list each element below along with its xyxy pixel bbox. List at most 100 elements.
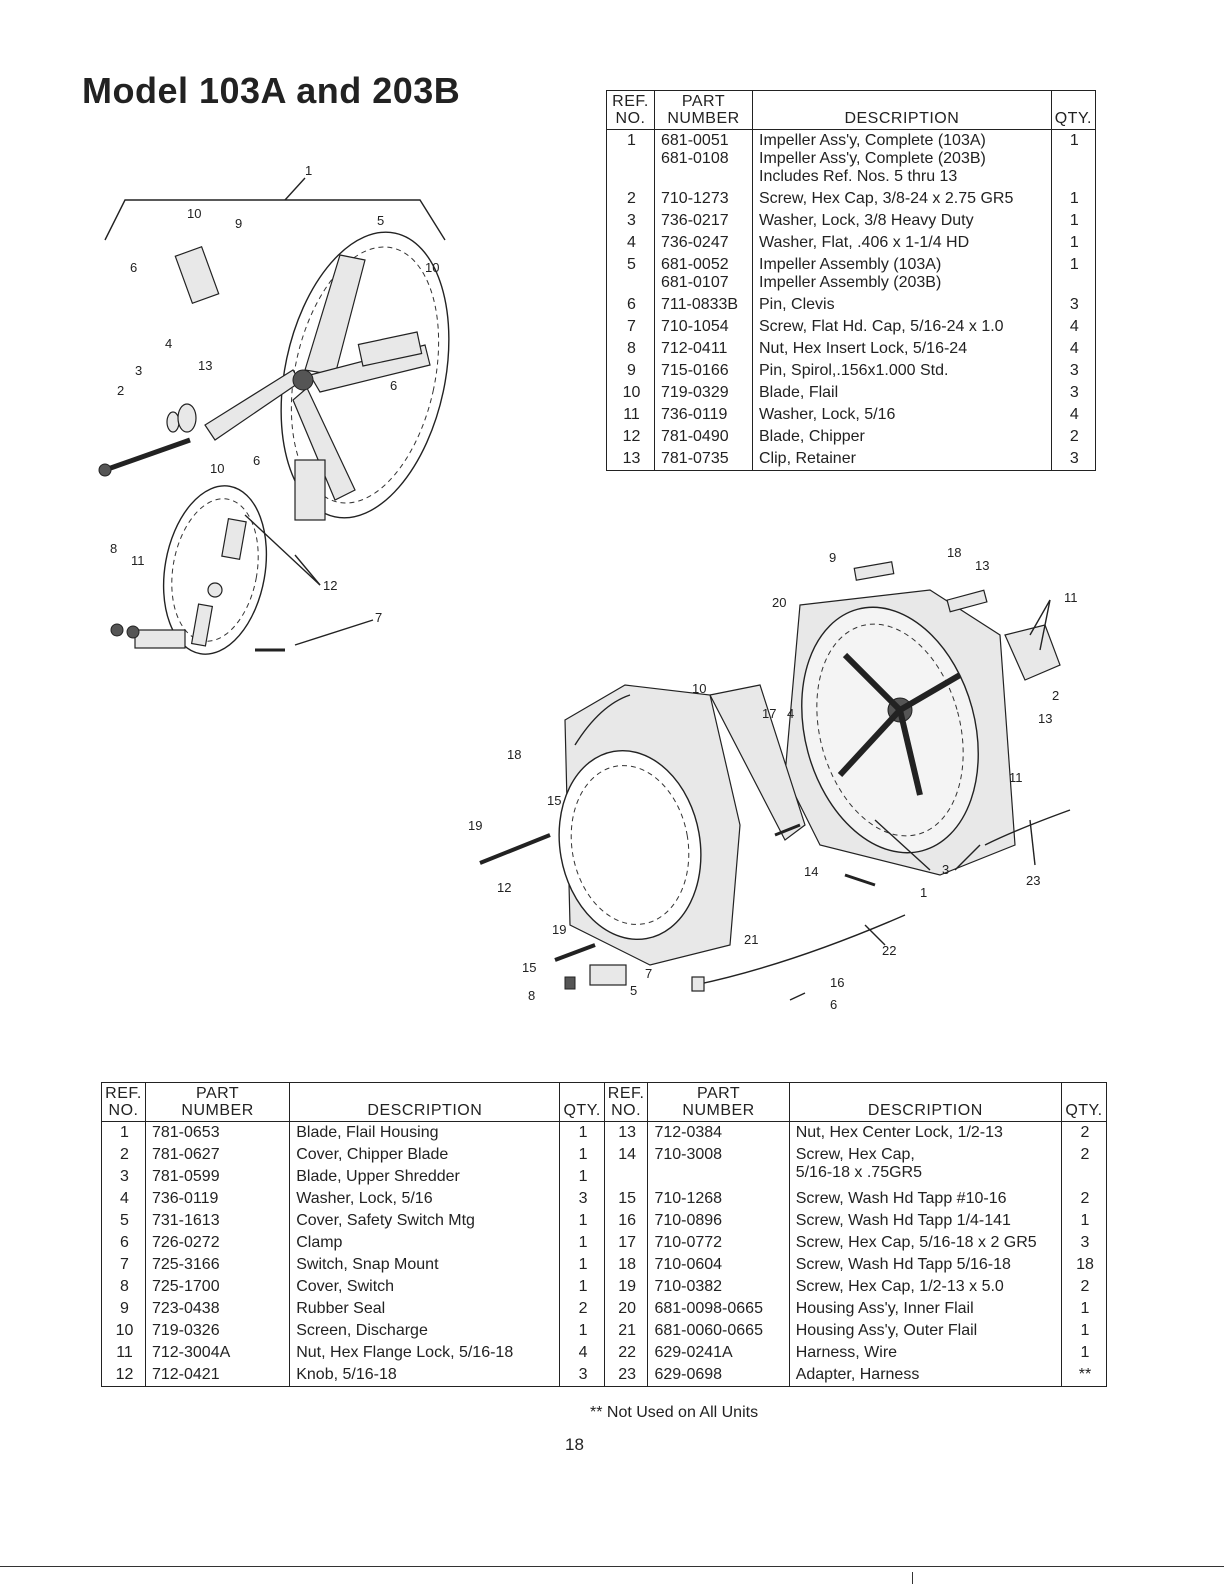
ref-no: 23 [603,1364,649,1387]
callout: 12 [323,578,337,593]
part-number: 710-0604 [647,1254,790,1276]
qty: ** [1060,1364,1108,1387]
qty: 4 [1050,404,1097,426]
qty: 1 [559,1144,605,1166]
part-number: 781-0490 [654,426,753,448]
qty: 1 [559,1276,605,1298]
part-number [647,1166,790,1188]
qty: 1 [1050,129,1097,188]
part-number: 723-0438 [144,1298,291,1320]
callout: 10 [187,206,201,221]
description: Screen, Discharge [289,1320,561,1342]
ref-no: 20 [603,1298,649,1320]
callout: 15 [547,793,561,808]
callout: 15 [522,960,536,975]
part-number: 715-0166 [654,360,753,382]
ref-no: 5 [606,254,655,294]
callout: 6 [253,453,260,468]
description: Screw, Hex Cap, 1/2-13 x 5.0 [788,1276,1062,1298]
part-number: 681-0098-0665 [647,1298,790,1320]
qty: 1 [1060,1342,1108,1364]
callout: 18 [507,747,521,762]
qty: 1 [1060,1320,1108,1342]
callout: 11 [131,553,145,568]
description: Nut, Hex Flange Lock, 5/16-18 [289,1342,561,1364]
callout: 13 [198,358,212,373]
qty: 1 [1050,232,1097,254]
ref-no: 10 [606,382,655,404]
part-number: 781-0735 [654,448,753,471]
qty: 1 [1060,1210,1108,1232]
callout: 21 [744,932,758,947]
description: Housing Ass'y, Outer Flail [788,1320,1062,1342]
part-number: 781-0653 [144,1121,291,1144]
ref-no: 17 [603,1232,649,1254]
callout: 5 [377,213,384,228]
ref-no: 7 [101,1254,146,1276]
ref-no: 1 [606,129,655,188]
ref-no: 12 [606,426,655,448]
callout: 4 [165,336,172,351]
part-number: 781-0599 [144,1166,291,1188]
description: Blade, Chipper [752,426,1052,448]
callout: 18 [947,545,961,560]
description: Harness, Wire [788,1342,1062,1364]
part-number: 629-0241A [647,1342,790,1364]
qty: 2 [559,1298,605,1320]
callout: 10 [425,260,439,275]
ref-no: 22 [603,1342,649,1364]
page-bottom-rule [0,1566,1224,1567]
part-number: 710-0382 [647,1276,790,1298]
ref-no: 21 [603,1320,649,1342]
part-number: 719-0329 [654,382,753,404]
callout: 11 [1009,770,1023,785]
qty: 1 [1050,254,1097,294]
qty: 3 [1050,294,1097,316]
callout: 10 [210,461,224,476]
callout: 6 [130,260,137,275]
qty: 3 [1060,1232,1108,1254]
description: Screw, Flat Hd. Cap, 5/16-24 x 1.0 [752,316,1052,338]
part-number-header-2: PART NUMBER [647,1082,790,1122]
description: Washer, Lock, 3/8 Heavy Duty [752,210,1052,232]
part-number: 681-0060-0665 [647,1320,790,1342]
description: Nut, Hex Center Lock, 1/2-13 [788,1121,1062,1144]
description: Blade, Flail Housing [289,1121,561,1144]
ref-no-header-2: REF. NO. [603,1082,649,1122]
ref-no: 3 [101,1166,146,1188]
description: Knob, 5/16-18 [289,1364,561,1387]
description: Nut, Hex Insert Lock, 5/16-24 [752,338,1052,360]
callout: 8 [528,988,535,1003]
qty: 1 [559,1121,605,1144]
qty: 3 [1050,360,1097,382]
description-header: DESCRIPTION [289,1082,561,1122]
description: Screw, Hex Cap, 5/16-18 x .75GR5 [788,1144,1062,1188]
description: Washer, Flat, .406 x 1-1/4 HD [752,232,1052,254]
qty: 2 [1060,1144,1108,1166]
housing-drawing [479,561,1071,1001]
part-number: 725-3166 [144,1254,291,1276]
qty-header: QTY. [559,1082,605,1122]
qty: 1 [559,1320,605,1342]
callout: 2 [117,383,124,398]
description: Pin, Spirol,.156x1.000 Std. [752,360,1052,382]
qty: 4 [1050,316,1097,338]
housing-parts-table: REF. NO. PART NUMBER DESCRIPTION QTY. RE… [101,1082,1108,1387]
callout: 4 [787,706,794,721]
part-number: 781-0627 [144,1144,291,1166]
impeller-drawing [98,177,450,655]
description: Cover, Switch [289,1276,561,1298]
part-number: 629-0698 [647,1364,790,1387]
